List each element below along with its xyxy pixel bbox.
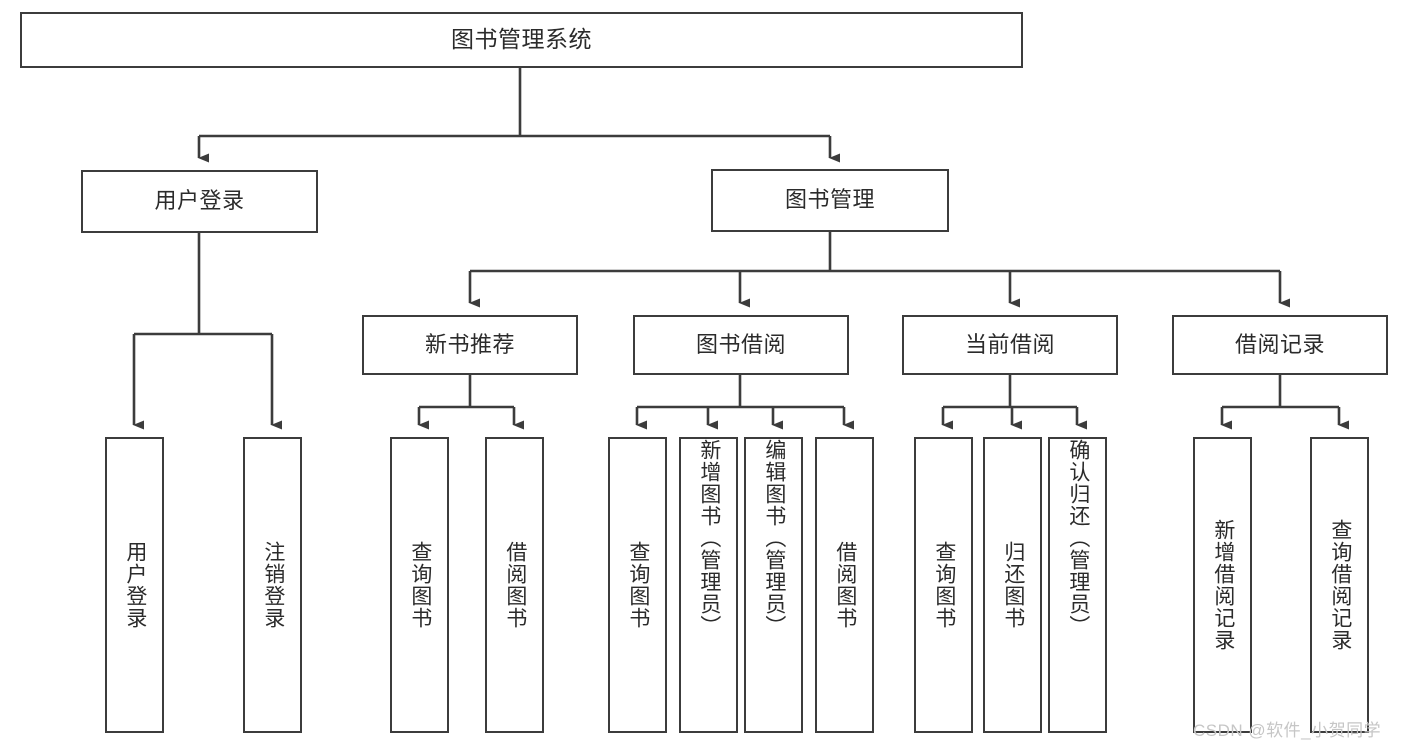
node-label: 新增借阅记录 (1211, 519, 1235, 651)
node-label: 确认归还（管理员） (1066, 439, 1090, 637)
node-label: 图书借阅 (695, 331, 786, 357)
node-leaf-query-borrow-record[interactable]: 查询借阅记录 (1310, 437, 1369, 733)
node-book-borrow[interactable]: 图书借阅 (633, 315, 849, 375)
node-label: 借阅图书 (503, 541, 527, 629)
node-label: 查询图书 (932, 541, 956, 629)
node-label: 用户登录 (123, 541, 147, 629)
node-label: 注销登录 (261, 541, 285, 629)
node-label: 借阅图书 (833, 541, 857, 629)
node-leaf-borrow-book[interactable]: 借阅图书 (815, 437, 874, 733)
node-user-login[interactable]: 用户登录 (81, 170, 318, 233)
node-leaf-edit-book-admin[interactable]: 编辑图书（管理员） (744, 437, 803, 733)
node-label: 图书管理系统 (451, 26, 592, 53)
node-label: 查询图书 (408, 541, 432, 629)
node-label: 查询借阅记录 (1328, 519, 1352, 651)
node-label: 当前借阅 (964, 331, 1055, 357)
node-leaf-add-borrow-record[interactable]: 新增借阅记录 (1193, 437, 1252, 733)
csdn-watermark: CSDN @软件_小贺同学 (1193, 721, 1382, 740)
node-current-borrow[interactable]: 当前借阅 (902, 315, 1118, 375)
node-leaf-borrow-book-recommend[interactable]: 借阅图书 (485, 437, 544, 733)
node-label: 借阅记录 (1234, 331, 1325, 357)
node-label: 用户登录 (154, 188, 245, 214)
node-label: 新书推荐 (424, 331, 515, 357)
node-label: 新增图书（管理员） (697, 439, 721, 637)
node-leaf-query-book-borrow[interactable]: 查询图书 (608, 437, 667, 733)
node-label: 查询图书 (626, 541, 650, 629)
node-leaf-logout[interactable]: 注销登录 (243, 437, 302, 733)
node-leaf-confirm-return-admin[interactable]: 确认归还（管理员） (1048, 437, 1107, 733)
node-label: 编辑图书（管理员） (762, 439, 786, 637)
node-label: 图书管理 (784, 187, 875, 213)
node-leaf-user-login[interactable]: 用户登录 (105, 437, 164, 733)
node-root-system[interactable]: 图书管理系统 (20, 12, 1023, 68)
node-new-book-recommend[interactable]: 新书推荐 (362, 315, 578, 375)
node-label: 归还图书 (1001, 541, 1025, 629)
node-borrow-record[interactable]: 借阅记录 (1172, 315, 1388, 375)
node-leaf-return-book[interactable]: 归还图书 (983, 437, 1042, 733)
node-leaf-query-book-current[interactable]: 查询图书 (914, 437, 973, 733)
node-leaf-query-book-recommend[interactable]: 查询图书 (390, 437, 449, 733)
node-book-management[interactable]: 图书管理 (711, 169, 949, 232)
node-leaf-add-book-admin[interactable]: 新增图书（管理员） (679, 437, 738, 733)
